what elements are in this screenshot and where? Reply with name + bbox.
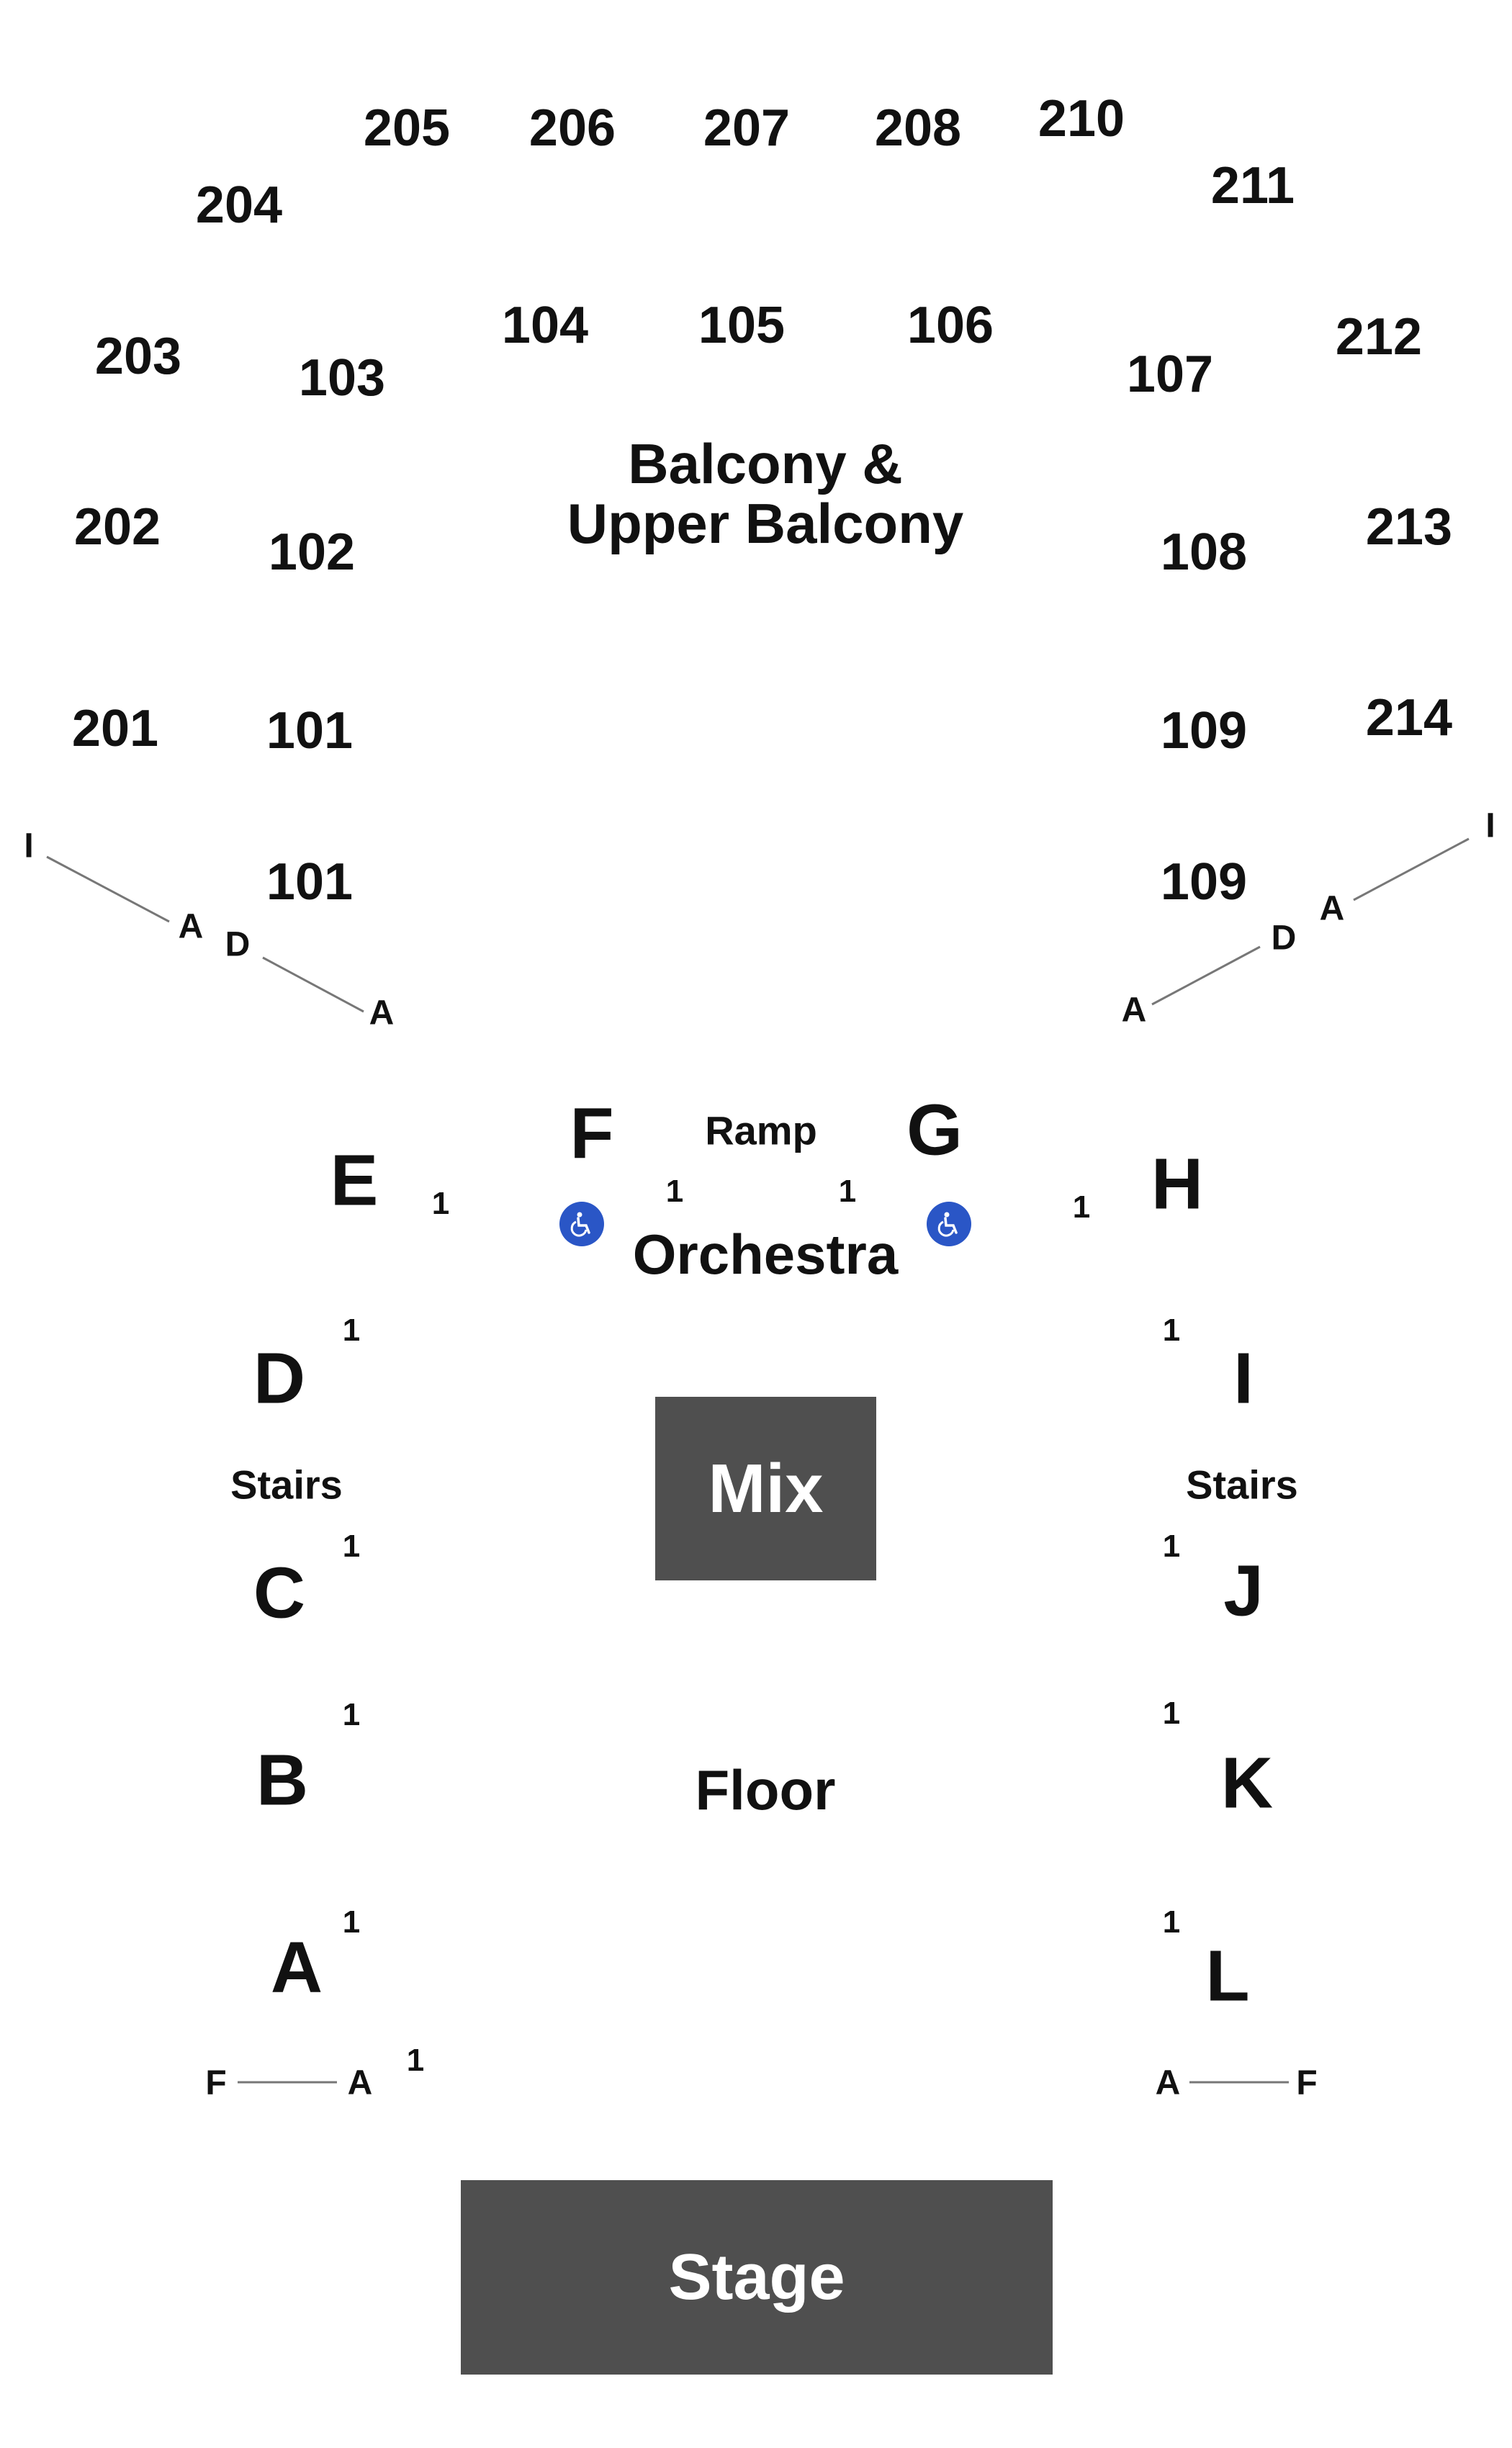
row-marker-a-right: A: [1319, 889, 1345, 928]
stairs-right-label: Stairs: [1186, 1462, 1298, 1508]
row-line-left-lower: [262, 956, 364, 1013]
row-marker-f-right: F: [1296, 2064, 1318, 2102]
section-206[interactable]: 206: [528, 99, 616, 157]
row-marker-i-left: I: [24, 827, 34, 865]
seat-one-h: 1: [1072, 1189, 1091, 1225]
row-marker-f-left: F: [205, 2064, 227, 2102]
box-e[interactable]: E: [330, 1140, 379, 1221]
box-c[interactable]: C: [253, 1552, 306, 1634]
wheelchair-icon-glyph: [570, 1212, 590, 1237]
seat-one-l: 1: [1162, 1904, 1181, 1940]
box-j[interactable]: J: [1223, 1550, 1264, 1632]
wheelchair-icon: [559, 1202, 604, 1246]
section-108[interactable]: 108: [1160, 523, 1248, 581]
balcony-label: Balcony &: [628, 432, 903, 496]
section-205[interactable]: 205: [363, 99, 451, 157]
seat-one-front-left: 1: [406, 2043, 425, 2078]
row-line-right-lower: [1151, 945, 1261, 1006]
row-marker-d-right: D: [1271, 919, 1297, 958]
section-212[interactable]: 212: [1335, 308, 1423, 366]
mix-area[interactable]: Mix: [655, 1397, 876, 1580]
section-201[interactable]: 201: [71, 700, 159, 757]
seat-one-j: 1: [1162, 1529, 1181, 1564]
row-marker-d-left: D: [225, 925, 251, 964]
wheelchair-icon: [927, 1202, 971, 1246]
section-104[interactable]: 104: [501, 297, 589, 354]
row-marker-a-left-lower: A: [369, 994, 395, 1032]
row-line-left-upper: [46, 855, 170, 923]
seat-one-i: 1: [1162, 1313, 1181, 1348]
upper-balcony-label: Upper Balcony: [567, 492, 964, 556]
section-204[interactable]: 204: [195, 176, 283, 234]
section-102[interactable]: 102: [268, 523, 356, 581]
section-107[interactable]: 107: [1126, 346, 1214, 403]
section-203[interactable]: 203: [94, 328, 182, 385]
section-214[interactable]: 214: [1365, 689, 1453, 747]
seat-one-e: 1: [431, 1186, 450, 1221]
seat-one-b: 1: [342, 1697, 361, 1732]
ramp-label: Ramp: [705, 1107, 817, 1153]
box-k[interactable]: K: [1220, 1742, 1274, 1824]
row-marker-a-left: A: [178, 907, 204, 946]
section-207[interactable]: 207: [703, 99, 791, 157]
section-202[interactable]: 202: [73, 498, 161, 556]
box-i[interactable]: I: [1233, 1338, 1254, 1419]
box-d[interactable]: D: [253, 1338, 306, 1419]
box-a[interactable]: A: [270, 1927, 323, 2008]
section-103[interactable]: 103: [298, 349, 386, 407]
section-210[interactable]: 210: [1038, 90, 1125, 148]
box-b[interactable]: B: [256, 1740, 309, 1821]
section-101-lower[interactable]: 101: [266, 853, 354, 911]
seat-one-k: 1: [1162, 1696, 1181, 1731]
row-marker-a-front-right: A: [1155, 2064, 1181, 2102]
seat-one-c: 1: [342, 1529, 361, 1564]
section-211[interactable]: 211: [1210, 157, 1295, 215]
section-109[interactable]: 109: [1160, 702, 1248, 760]
row-line-right-upper: [1353, 837, 1470, 901]
mix-label: Mix: [708, 1449, 824, 1527]
section-106[interactable]: 106: [906, 297, 994, 354]
seat-one-a: 1: [342, 1904, 361, 1940]
row-marker-i-right: I: [1485, 806, 1495, 845]
box-h[interactable]: H: [1151, 1143, 1204, 1225]
wheelchair-icon-glyph: [937, 1212, 958, 1237]
seat-one-g: 1: [838, 1174, 857, 1209]
section-208[interactable]: 208: [874, 99, 962, 157]
box-g[interactable]: G: [906, 1089, 963, 1171]
stairs-left-label: Stairs: [230, 1462, 343, 1508]
section-109-lower[interactable]: 109: [1160, 853, 1248, 911]
row-marker-a-right-lower: A: [1121, 991, 1147, 1030]
section-101[interactable]: 101: [266, 702, 354, 760]
stage-label: Stage: [668, 2241, 845, 2313]
seat-one-d: 1: [342, 1313, 361, 1348]
row-marker-a-front-left: A: [347, 2064, 373, 2102]
box-l[interactable]: L: [1205, 1935, 1250, 2017]
orchestra-label: Orchestra: [632, 1223, 899, 1287]
section-105[interactable]: 105: [698, 297, 786, 354]
box-f[interactable]: F: [570, 1093, 614, 1174]
floor-label[interactable]: Floor: [695, 1758, 836, 1822]
stage: Stage: [461, 2180, 1053, 2375]
seat-one-f: 1: [665, 1174, 684, 1209]
section-213[interactable]: 213: [1365, 498, 1453, 556]
